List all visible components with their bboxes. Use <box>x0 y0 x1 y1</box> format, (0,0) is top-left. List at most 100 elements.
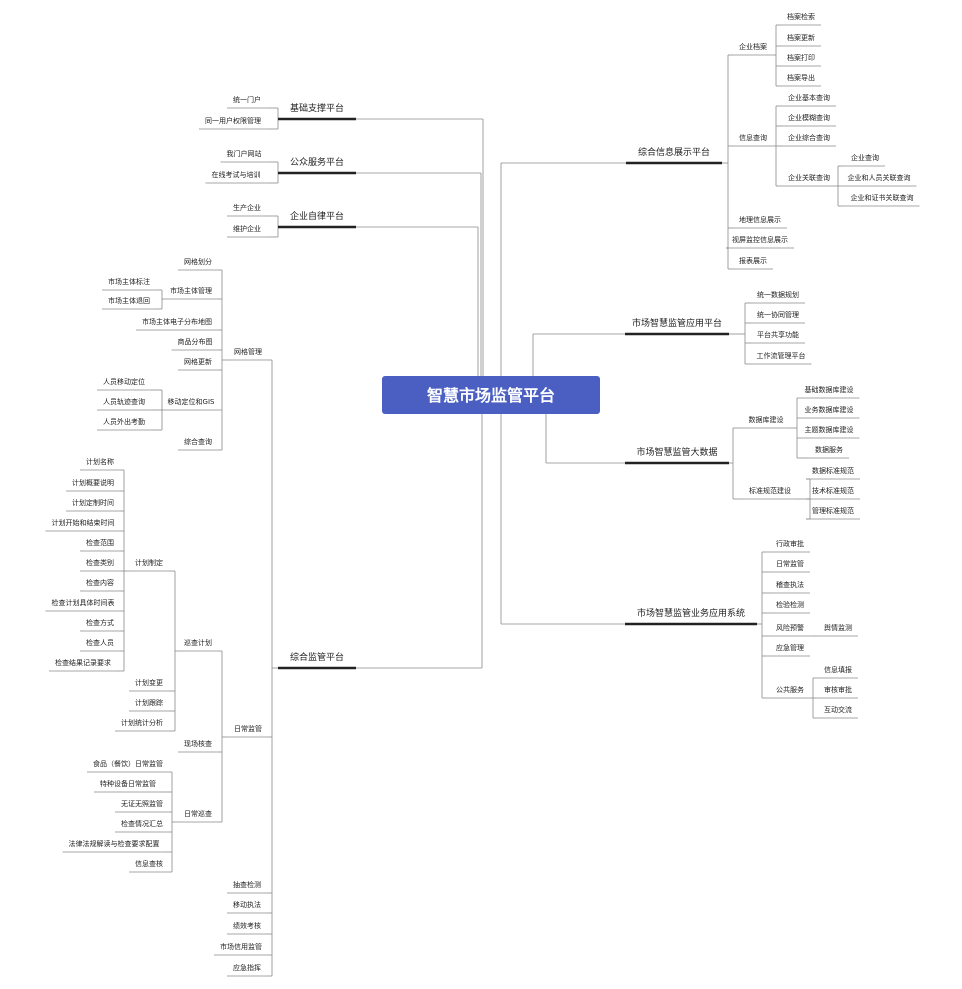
left-node-0-0[interactable]: 统一门户 <box>227 95 267 109</box>
gis-node-1[interactable]: 人员轨迹查询 <box>97 397 151 411</box>
root-node[interactable]: 智慧市场监管平台 <box>382 376 600 414</box>
database-node-3[interactable]: 数据服务 <box>809 445 849 459</box>
info-node-3[interactable]: 视屏监控信息展示 <box>726 235 794 249</box>
daily-patrol-node-3[interactable]: 检查情况汇总 <box>115 819 169 833</box>
database-node-0[interactable]: 基础数据库建设 <box>798 385 860 399</box>
archive-node-3[interactable]: 档案导出 <box>781 73 821 87</box>
business-node-1[interactable]: 日常监管 <box>770 559 810 573</box>
supervision-node-5[interactable]: 市场信用监管 <box>214 942 268 956</box>
patrol-plan-node-1[interactable]: 计划变更 <box>129 678 169 692</box>
supervision-node-3[interactable]: 移动执法 <box>227 900 267 914</box>
left-node-2-0[interactable]: 生产企业 <box>227 203 267 217</box>
archive-node-0[interactable]: 档案检索 <box>781 12 821 26</box>
query-node-0[interactable]: 企业基本查询 <box>782 93 836 107</box>
grid-node-4[interactable]: 网格更新 <box>178 357 218 371</box>
query-node-3[interactable]: 企业关联查询 <box>782 173 836 187</box>
left-node-0-1[interactable]: 同一用户权限管理 <box>199 116 267 130</box>
supervision-node-0[interactable]: 网格管理 <box>228 347 268 361</box>
left-branch-0[interactable]: 基础支撑平台 <box>278 102 356 121</box>
plan-detail-node-10[interactable]: 检查结果记录要求 <box>49 658 117 672</box>
plan-detail-node-1[interactable]: 计划概要说明 <box>66 478 120 492</box>
right-branch-0[interactable]: 综合信息展示平台 <box>626 146 722 165</box>
info-node-4[interactable]: 报表展示 <box>733 256 773 270</box>
grid-node-1[interactable]: 市场主体管理 <box>164 286 218 300</box>
left-branch-1[interactable]: 公众服务平台 <box>278 156 356 175</box>
bigdata-node-0[interactable]: 数据库建设 <box>742 415 790 429</box>
query-node-2[interactable]: 企业综合查询 <box>782 133 836 147</box>
grid-node-5[interactable]: 移动定位和GIS <box>161 397 221 411</box>
daily-patrol-node-5[interactable]: 信息查核 <box>129 859 169 873</box>
archive-node-1[interactable]: 档案更新 <box>781 33 821 47</box>
app-platform-node-2[interactable]: 平台共享功能 <box>751 330 805 344</box>
grid-node-0-label: 网格划分 <box>184 257 212 266</box>
assoc-query-node-2[interactable]: 企业和证书关联查询 <box>844 193 920 207</box>
left-node-1-0[interactable]: 我门户网站 <box>220 149 268 163</box>
info-node-1[interactable]: 信息查询 <box>733 133 773 147</box>
daily-patrol-node-2[interactable]: 无证无照监管 <box>115 799 169 813</box>
plan-detail-node-0[interactable]: 计划名称 <box>80 457 120 471</box>
business-node-6[interactable]: 公共服务 <box>770 685 810 699</box>
business-node-0[interactable]: 行政审批 <box>770 539 810 553</box>
plan-detail-node-4[interactable]: 检查范围 <box>80 538 120 552</box>
standard-node-0[interactable]: 数据标准规范 <box>806 466 860 480</box>
daily-patrol-node-0[interactable]: 食品（餐饮）日常监管 <box>87 759 169 773</box>
plan-detail-node-5[interactable]: 检查类别 <box>80 558 120 572</box>
left-node-1-1[interactable]: 在线考试与培训 <box>205 170 267 184</box>
patrol-plan-node-0[interactable]: 计划制定 <box>129 558 169 572</box>
supervision-node-2[interactable]: 抽查检测 <box>227 880 267 894</box>
bigdata-node-1[interactable]: 标准规范建设 <box>743 486 797 500</box>
business-node-5[interactable]: 应急管理 <box>770 643 810 657</box>
plan-detail-node-2[interactable]: 计划定制时间 <box>66 498 120 512</box>
standard-node-1[interactable]: 技术标准规范 <box>806 486 860 500</box>
grid-manage-node-1[interactable]: 市场主体退回 <box>102 296 156 310</box>
archive-node-2[interactable]: 档案打印 <box>781 53 821 67</box>
info-node-2[interactable]: 地理信息展示 <box>733 215 787 229</box>
business-node-3[interactable]: 检验检测 <box>770 600 810 614</box>
right-branch-2[interactable]: 市场智慧监管大数据 <box>625 446 729 465</box>
right-branch-1[interactable]: 市场智慧监管应用平台 <box>625 317 729 336</box>
grid-node-6[interactable]: 综合查询 <box>178 437 218 451</box>
supervision-node-1[interactable]: 日常监管 <box>228 724 268 738</box>
supervision-node-4[interactable]: 绩效考核 <box>227 921 267 935</box>
daily-patrol-node-1[interactable]: 特种设备日常监管 <box>94 779 162 793</box>
standard-node-1-label: 技术标准规范 <box>812 486 854 495</box>
assoc-query-node-1[interactable]: 企业和人员关联查询 <box>841 173 917 187</box>
supervision-node-6[interactable]: 应急指挥 <box>227 963 267 977</box>
plan-detail-node-3[interactable]: 计划开始和结束时间 <box>45 518 121 532</box>
left-branch-2[interactable]: 企业自律平台 <box>278 210 356 229</box>
database-node-2[interactable]: 主题数据库建设 <box>798 425 860 439</box>
risk-node-0[interactable]: 舆情监测 <box>818 623 858 637</box>
daily-node-2[interactable]: 日常巡查 <box>178 809 218 823</box>
plan-detail-node-9[interactable]: 检查人员 <box>80 638 120 652</box>
public-service-node-0[interactable]: 信息填报 <box>818 665 858 679</box>
grid-manage-node-0[interactable]: 市场主体标注 <box>102 277 156 291</box>
query-node-1[interactable]: 企业模糊查询 <box>782 113 836 127</box>
gis-node-0[interactable]: 人员移动定位 <box>97 377 151 391</box>
database-node-1[interactable]: 业务数据库建设 <box>798 405 860 419</box>
standard-node-2[interactable]: 管理标准规范 <box>806 506 860 520</box>
patrol-plan-node-3[interactable]: 计划统计分析 <box>115 718 169 732</box>
daily-node-0[interactable]: 巡查计划 <box>178 638 218 652</box>
info-node-0[interactable]: 企业档案 <box>733 42 773 56</box>
business-node-4[interactable]: 风险预警 <box>770 623 810 637</box>
grid-node-3[interactable]: 商品分布图 <box>171 337 219 351</box>
grid-node-2[interactable]: 市场主体电子分布地图 <box>136 317 218 331</box>
public-service-node-2[interactable]: 互动交流 <box>818 705 858 719</box>
daily-patrol-node-4[interactable]: 法律法规解读与检查要求配置 <box>62 839 166 853</box>
app-platform-node-1[interactable]: 统一协同管理 <box>751 310 805 324</box>
business-node-2[interactable]: 稽查执法 <box>770 580 810 594</box>
app-platform-node-0[interactable]: 统一数据规划 <box>751 290 805 304</box>
app-platform-node-3[interactable]: 工作流管理平台 <box>750 351 812 365</box>
plan-detail-node-8[interactable]: 检查方式 <box>80 618 120 632</box>
patrol-plan-node-2[interactable]: 计划跟踪 <box>129 698 169 712</box>
gis-node-2[interactable]: 人员外出考勤 <box>97 417 151 431</box>
right-branch-3[interactable]: 市场智慧监管业务应用系统 <box>625 607 757 626</box>
plan-detail-node-7[interactable]: 检查计划具体时间表 <box>45 598 121 612</box>
daily-node-1[interactable]: 现场核查 <box>178 739 218 753</box>
assoc-query-node-0[interactable]: 企业查询 <box>845 153 885 167</box>
grid-node-0[interactable]: 网格划分 <box>178 257 218 271</box>
public-service-node-1[interactable]: 审核审批 <box>818 685 858 699</box>
left-node-2-1[interactable]: 维护企业 <box>227 224 267 238</box>
plan-detail-node-6[interactable]: 检查内容 <box>80 578 120 592</box>
left-branch-3[interactable]: 综合监管平台 <box>278 651 356 670</box>
